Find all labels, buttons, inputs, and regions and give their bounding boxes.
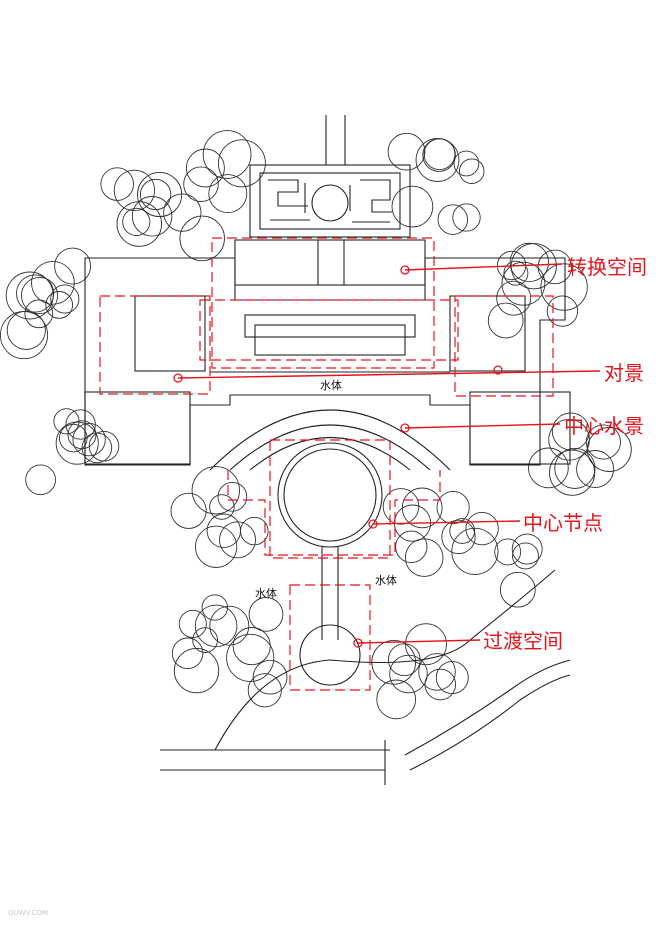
tree-canopy [458, 158, 485, 184]
tree-canopy [179, 215, 225, 262]
tree-canopy [20, 276, 59, 315]
tree-canopy [509, 242, 549, 283]
tree-canopy [72, 422, 106, 457]
tree-canopy [436, 490, 470, 525]
tree-canopy [437, 204, 469, 235]
label-central-node: 中心节点 [523, 511, 603, 535]
tree-canopy [387, 132, 426, 171]
tree-canopy [202, 130, 252, 179]
tree-canopy [16, 274, 55, 313]
tree-canopy [232, 627, 271, 666]
tree-canopy [178, 609, 207, 638]
tree-canopy [418, 653, 456, 691]
tree-canopy [511, 533, 543, 565]
tree-canopy [540, 263, 588, 311]
tree-canopy [50, 284, 80, 314]
tree-canopy [499, 571, 536, 608]
tree-canopy [194, 604, 238, 648]
zone-outlines [99, 237, 554, 691]
label-transition-space: 转换空间 [567, 255, 647, 279]
label-water-left: 水体 [255, 586, 277, 600]
tree-canopy [465, 511, 499, 546]
tree-canopy [487, 302, 524, 339]
tree-canopy [209, 605, 250, 646]
tree-canopy [395, 530, 428, 563]
tree-canopy [252, 659, 288, 695]
tree-canopy [512, 542, 539, 570]
tree-canopy [24, 299, 54, 329]
label-water-top: 水体 [320, 378, 342, 392]
tree-canopy [100, 167, 134, 201]
tree-canopy [31, 260, 75, 305]
tree-canopies [0, 130, 632, 720]
tree-canopy [25, 464, 56, 496]
tree-canopy [404, 538, 444, 577]
tree-canopy [209, 494, 235, 520]
tree-canopy [376, 679, 417, 720]
hardscape-lines [84, 115, 571, 785]
watermark: QUWV.COM [8, 909, 48, 917]
tree-canopy [585, 424, 621, 460]
tree-canopy [219, 521, 256, 559]
tree-canopy [194, 525, 238, 568]
tree-canopy [546, 295, 579, 327]
tree-canopy [391, 185, 434, 228]
tree-canopy [163, 193, 202, 232]
tree-canopy [537, 249, 573, 285]
tree-canopy [494, 538, 522, 566]
tree-canopy [53, 408, 80, 435]
tree-canopy [173, 647, 220, 694]
tree-canopy [116, 201, 163, 247]
tree-canopy [65, 409, 96, 440]
tree-canopy [208, 174, 248, 214]
label-opposite-view: 对景 [604, 361, 644, 385]
tree-canopy [496, 280, 532, 316]
tree-canopy [217, 481, 248, 512]
tree-canopy [226, 633, 275, 682]
tree-canopy [131, 196, 173, 237]
tree-canopy [452, 203, 481, 232]
tree-canopy [139, 178, 172, 211]
tree-canopy [528, 447, 569, 489]
tree-canopy [424, 668, 457, 701]
tree-canopy [201, 594, 228, 621]
tree-canopy [113, 169, 156, 212]
tree-canopy [382, 488, 420, 525]
tree-canopy [586, 427, 632, 472]
tree-canopy [451, 527, 499, 575]
tree-canopy [81, 432, 113, 464]
label-transitional-space: 过渡空间 [483, 629, 563, 653]
tree-canopy [217, 139, 266, 188]
tree-canopy [183, 166, 219, 202]
label-water-right: 水体 [375, 573, 397, 587]
leader-markers [173, 265, 503, 648]
label-central-waterscape: 中心水景 [564, 414, 644, 438]
tree-canopy [54, 247, 92, 285]
tree-canopy [554, 447, 596, 489]
tree-canopy [240, 516, 269, 546]
tree-canopy [503, 260, 529, 286]
tree-canopy [441, 519, 476, 555]
tree-canopy [191, 466, 240, 515]
tree-canopy [137, 171, 183, 218]
tree-canopy [171, 637, 204, 670]
tree-canopy [576, 450, 615, 488]
tree-canopy [501, 261, 546, 306]
tree-canopy [122, 207, 151, 236]
leader-lines [177, 263, 601, 644]
tree-canopy [453, 150, 480, 177]
tree-canopy [45, 291, 74, 319]
tree-canopy [549, 449, 596, 496]
tree-canopy [170, 492, 207, 529]
tree-canopy [0, 311, 49, 360]
tree-canopy [389, 654, 428, 694]
tree-canopy [185, 148, 225, 188]
tree-canopy [192, 627, 218, 653]
tree-canopy [248, 597, 284, 632]
tree-canopy [422, 138, 456, 172]
tree-canopy [435, 661, 469, 695]
tree-canopy [55, 421, 99, 465]
